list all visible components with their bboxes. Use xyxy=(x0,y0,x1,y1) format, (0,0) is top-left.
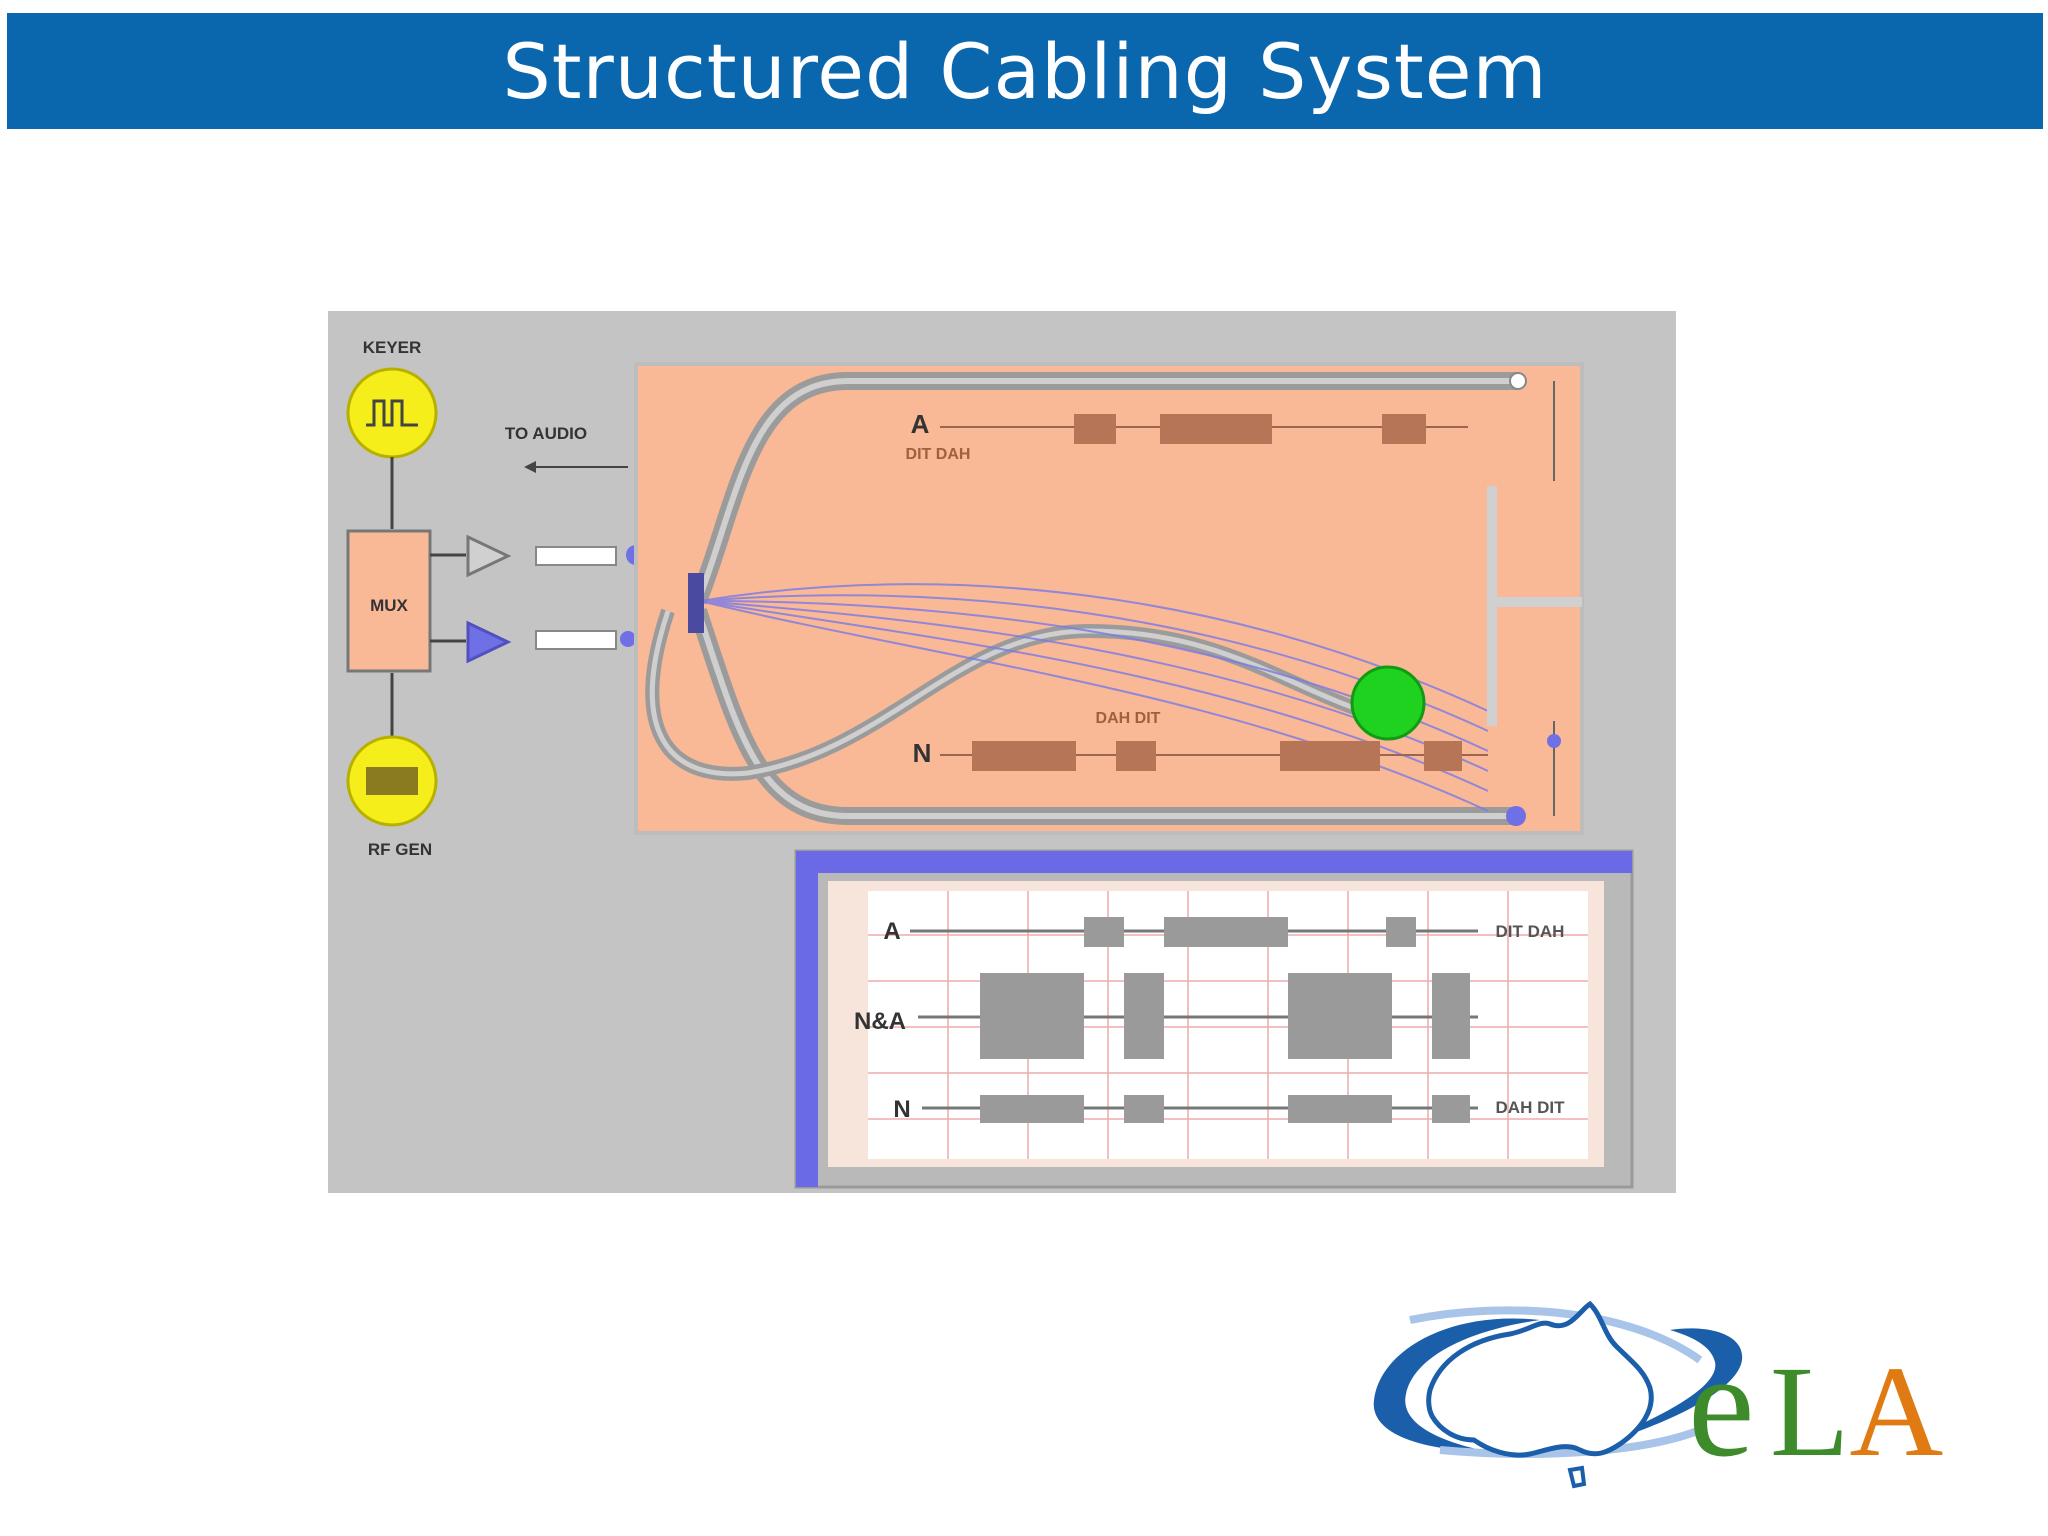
scope-row-n-pulse xyxy=(1124,1095,1164,1123)
amplifier-a-icon xyxy=(466,534,512,578)
connector-a xyxy=(535,546,617,566)
port-n xyxy=(620,631,636,647)
beam-n-block xyxy=(972,741,1076,771)
scope-row-na-pulse xyxy=(980,973,1084,1059)
scope-row-na-pulse xyxy=(1288,973,1392,1059)
cable-n-end xyxy=(1506,806,1526,826)
keyer-label: KEYER xyxy=(363,338,422,357)
beam-a-code: DIT DAH xyxy=(906,446,971,463)
connector-n xyxy=(535,630,617,650)
scope-row-na-pulse xyxy=(1432,973,1470,1059)
mux-box xyxy=(346,529,432,673)
to-audio-label: TO AUDIO xyxy=(505,424,587,443)
scope-row-n-pulse xyxy=(1288,1095,1392,1123)
cable-a-end xyxy=(1509,372,1527,390)
beam-a-block xyxy=(1074,414,1116,444)
beam-a-block xyxy=(1382,414,1426,444)
beam-n-block xyxy=(1116,741,1156,771)
beam-n-label: N xyxy=(913,738,932,768)
scope-row-n-code: DAH DIT xyxy=(1496,1098,1566,1117)
square-wave-icon xyxy=(366,399,418,427)
scope-row-n-pulse xyxy=(980,1095,1084,1123)
right-node xyxy=(1547,734,1561,748)
logo-letter-l: L xyxy=(1770,1340,1849,1484)
scope-left-border xyxy=(796,851,818,1187)
rf-wave-icon xyxy=(366,767,418,795)
logo-letter-a: A xyxy=(1849,1340,1943,1484)
receiver-antenna xyxy=(1350,665,1426,741)
to-audio-arrowhead xyxy=(524,461,536,473)
ela-logo: e LA xyxy=(1373,1300,1943,1489)
scope-row-a-pulse xyxy=(1084,917,1124,947)
australia-map-icon xyxy=(1426,1300,1654,1458)
beam-a-label: A xyxy=(911,409,930,439)
logo-letters-la: LA xyxy=(1770,1340,1943,1484)
amplifier-n-icon xyxy=(466,620,512,664)
title-bar: Structured Cabling System xyxy=(7,13,2043,129)
scope-row-n-pulse xyxy=(1432,1095,1470,1123)
t-bar-horizontal xyxy=(1492,597,1582,607)
antenna-hub xyxy=(688,573,704,633)
scope-row-a-code: DIT DAH xyxy=(1496,922,1565,941)
beam-line-1 xyxy=(699,583,1489,712)
scope-top-border xyxy=(796,851,1632,873)
cable-a-upper-inner xyxy=(695,378,1518,603)
rf-gen-label: RF GEN xyxy=(368,840,432,859)
scope-row-a-pulse xyxy=(1386,917,1416,947)
logo-orbit-icon xyxy=(1409,1306,1703,1364)
mux-label: MUX xyxy=(370,596,408,615)
beam-n-code: DAH DIT xyxy=(1096,710,1161,727)
scope-row-n-label: N xyxy=(893,1096,910,1123)
logo-orbit-icon xyxy=(1580,1328,1743,1450)
logo-orbit-icon xyxy=(1373,1318,1540,1452)
scope-row-na-label: N&A xyxy=(854,1008,906,1035)
scope-row-a-pulse xyxy=(1164,917,1288,947)
scope-row-na-pulse xyxy=(1124,973,1164,1059)
beam-n-block xyxy=(1424,741,1462,771)
beam-a-block xyxy=(1160,414,1272,444)
tasmania-icon xyxy=(1567,1465,1587,1489)
beam-n-block xyxy=(1280,741,1380,771)
cable-loop-inner xyxy=(649,610,1389,777)
scope-row-a-label: A xyxy=(883,918,900,945)
logo-letter-e: e xyxy=(1688,1322,1755,1488)
slide-title: Structured Cabling System xyxy=(502,26,1548,116)
cabling-diagram: KEYER MUX RF GEN TO AUDIO xyxy=(328,311,1676,1193)
